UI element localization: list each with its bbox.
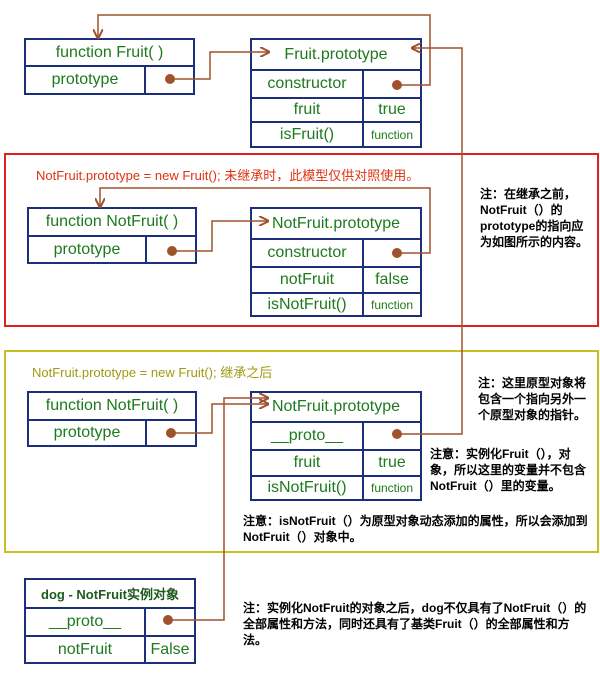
notfruit-before-row-constructor: constructor xyxy=(267,244,347,261)
notfruit-after-constructor-box: function NotFruit( ) prototype xyxy=(27,391,197,447)
dog-proto-link xyxy=(170,398,268,621)
fruit-prototype-row-constructor: constructor xyxy=(267,75,347,92)
notfruit-before-row-notfruit: notFruit xyxy=(279,271,335,288)
fruit-constructor-prototype-label: prototype xyxy=(51,71,119,88)
notfruit-after-prototype-box: NotFruit.prototype __proto__ fruit true … xyxy=(250,391,422,501)
fruit-prototype-title: Fruit.prototype xyxy=(284,45,388,63)
notfruit-before-constructor-dot xyxy=(392,248,402,258)
fruit-constructor-box: function Fruit( ) prototype xyxy=(24,38,195,95)
after-inheritance-frame xyxy=(4,350,599,553)
notfruit-after-proto-link xyxy=(397,48,463,435)
fruit-constructor-link xyxy=(98,14,431,86)
after-instance-note: 注意：实例化Fruit（），对象，所以这里的变量并不包含NotFruit（）里的… xyxy=(430,447,587,493)
notfruit-before-constructor-link xyxy=(100,187,431,254)
notfruit-before-constructor-box: function NotFruit( ) prototype xyxy=(27,207,197,264)
notfruit-after-constructor-title: function NotFruit( ) xyxy=(45,397,179,414)
dog-row-notfruit: notFruit xyxy=(57,640,113,658)
after-dynamic-note: 注意：isNotFruit（）为原型对象动态添加的属性，所以会添加到NotFru… xyxy=(243,514,588,544)
notfruit-before-constructor-title: function NotFruit( ) xyxy=(45,213,179,230)
dog-instance-title: dog - NotFruit实例对象 xyxy=(41,587,179,602)
notfruit-after-proto-dot xyxy=(392,429,402,439)
fruit-prototype-row-isfruit-value: function xyxy=(370,127,414,142)
fruit-prototype-link xyxy=(174,52,269,80)
notfruit-before-row-isnotfruit-value: function xyxy=(370,297,414,312)
notfruit-after-prototype-link xyxy=(175,404,268,434)
fruit-constructor-title: function Fruit( ) xyxy=(55,44,164,61)
notfruit-after-prototype-dot xyxy=(166,428,176,438)
before-inheritance-title: NotFruit.prototype = new Fruit(); 未继承时，此… xyxy=(36,168,420,183)
before-inheritance-note: 注：在继承之前，NotFruit（）的prototype的指向应为如图所示的内容… xyxy=(480,187,589,249)
fruit-prototype-row-fruit-value: true xyxy=(378,101,406,118)
dog-row-notfruit-value: False xyxy=(150,640,190,658)
notfruit-after-prototype-title: NotFruit.prototype xyxy=(271,398,401,415)
dog-row-proto: __proto__ xyxy=(48,613,122,630)
notfruit-after-row-isnotfruit: isNotFruit() xyxy=(267,479,347,496)
notfruit-before-prototype-box: NotFruit.prototype constructor notFruit … xyxy=(250,207,422,317)
notfruit-before-prototype-title: NotFruit.prototype xyxy=(271,214,401,232)
notfruit-before-prototype-label: prototype xyxy=(53,240,121,258)
fruit-prototype-box: Fruit.prototype constructor fruit true i… xyxy=(250,38,422,148)
notfruit-after-row-fruit-value: true xyxy=(378,454,406,471)
fruit-constructor-dot xyxy=(392,80,402,90)
after-inheritance-title: NotFruit.prototype = new Fruit(); 继承之后 xyxy=(32,365,273,380)
fruit-prototype-dot xyxy=(165,74,175,84)
after-proto-note: 注：这里原型对象将包含一个指向另外一个原型对象的指针。 xyxy=(478,376,587,422)
notfruit-before-prototype-link xyxy=(176,221,268,252)
fruit-prototype-row-isfruit: isFruit() xyxy=(279,125,335,143)
dog-proto-dot xyxy=(163,615,173,625)
notfruit-before-prototype-dot xyxy=(167,246,177,256)
notfruit-after-prototype-label: prototype xyxy=(53,424,121,441)
notfruit-before-row-isnotfruit: isNotFruit() xyxy=(267,295,347,313)
fruit-prototype-row-fruit: fruit xyxy=(293,101,321,118)
notfruit-before-row-notfruit-value: false xyxy=(375,271,409,288)
notfruit-after-row-isnotfruit-value: function xyxy=(370,481,414,495)
notfruit-after-row-proto: __proto__ xyxy=(270,427,344,444)
notfruit-after-row-fruit: fruit xyxy=(293,454,321,471)
before-inheritance-frame xyxy=(4,153,599,327)
dog-note: 注：实例化NotFruit的对象之后，dog不仅具有了NotFruit（）的全部… xyxy=(243,601,587,647)
